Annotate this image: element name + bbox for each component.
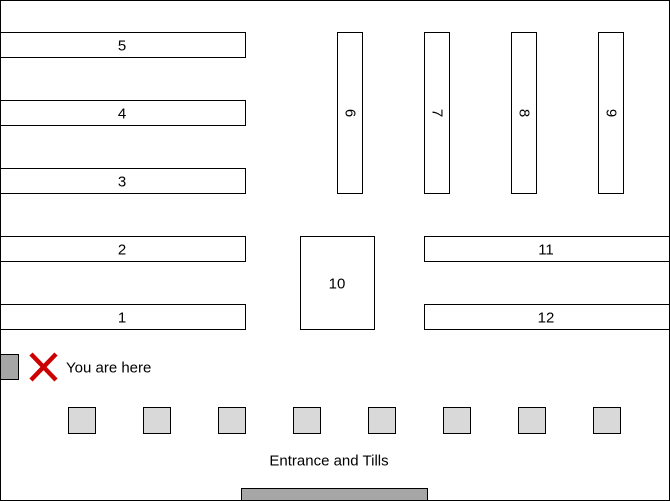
aisle-1[interactable]: 1 (0, 304, 246, 330)
aisle-10-label: 10 (329, 276, 346, 293)
aisle-3[interactable]: 3 (0, 168, 246, 194)
aisle-7[interactable]: 7 (424, 32, 450, 194)
aisle-7-label: 7 (429, 109, 446, 117)
entrance-label: Entrance and Tills (269, 453, 388, 470)
till-3[interactable] (218, 407, 246, 434)
aisle-6[interactable]: 6 (337, 32, 363, 194)
aisle-6-label: 6 (342, 109, 359, 117)
till-5[interactable] (368, 407, 396, 434)
aisle-4-label: 4 (118, 106, 126, 123)
entrance-mat[interactable] (241, 488, 428, 501)
aisle-10[interactable]: 10 (300, 236, 375, 330)
till-8[interactable] (593, 407, 621, 434)
till-2[interactable] (143, 407, 171, 434)
aisle-5[interactable]: 5 (0, 32, 246, 58)
aisle-12-label: 12 (538, 310, 555, 327)
till-1[interactable] (68, 407, 96, 434)
you-are-here-cross-icon (29, 352, 58, 382)
till-6[interactable] (443, 407, 471, 434)
aisle-3-label: 3 (118, 174, 126, 191)
aisle-12[interactable]: 12 (424, 304, 670, 330)
info-stand (0, 354, 19, 380)
aisle-2-label: 2 (118, 242, 126, 259)
aisle-9[interactable]: 9 (598, 32, 624, 194)
aisle-2[interactable]: 2 (0, 236, 246, 262)
you-are-here-label: You are here (66, 360, 151, 377)
till-4[interactable] (293, 407, 321, 434)
aisle-4[interactable]: 4 (0, 100, 246, 126)
aisle-11-label: 11 (538, 242, 554, 259)
aisle-8[interactable]: 8 (511, 32, 537, 194)
tills-row (68, 407, 621, 434)
aisle-1-label: 1 (118, 310, 126, 327)
aisle-8-label: 8 (516, 109, 533, 117)
till-7[interactable] (518, 407, 546, 434)
aisle-5-label: 5 (118, 38, 126, 55)
aisle-11[interactable]: 11 (424, 236, 670, 262)
aisle-9-label: 9 (603, 109, 620, 117)
